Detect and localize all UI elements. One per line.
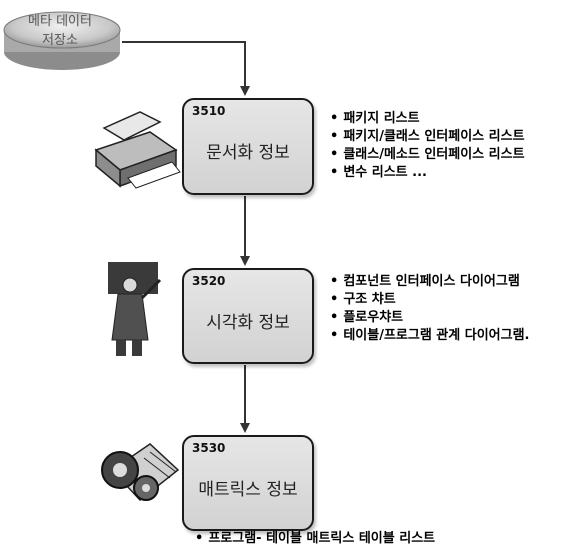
node-code: 3530 [192, 441, 226, 455]
node-3510: 3510 문서화 정보 [182, 98, 314, 195]
node-code: 3510 [192, 104, 226, 118]
list-item: 테이블/프로그램 관계 다이어그램. [330, 327, 529, 345]
node-3510-item-list: 패키지 리스트 패키지/클래스 인터페이스 리스트 클래스/메소드 인터페이스 … [330, 110, 525, 182]
node-code: 3520 [192, 274, 226, 288]
node-label: 문서화 정보 [206, 143, 290, 163]
list-item: 변수 리스트 ... [330, 164, 525, 182]
node-label: 매트릭스 정보 [198, 480, 298, 500]
list-item: 구조 챠트 [330, 291, 530, 309]
node-3520-item-list: 컴포넌트 인터페이스 다이어그램 구조 챠트 플로우챠트 테이블/프로그램 관계… [330, 273, 530, 345]
list-item: 패키지/클래스 인터페이스 리스트 [330, 128, 524, 146]
list-item: 컴포넌트 인터페이스 다이어그램 [330, 273, 530, 291]
node-3530: 3530 매트릭스 정보 [182, 435, 314, 531]
node-3530-item-list: 프로그램- 테이블 매트릭스 테이블 리스트 [195, 530, 435, 548]
list-item: 클래스/메소드 인터페이스 리스트 [330, 146, 524, 164]
connector-repository-to-3510 [122, 41, 250, 96]
list-item: 플로우챠트 [330, 309, 530, 327]
node-3520: 3520 시각화 정보 [182, 268, 314, 364]
repository-label: 메타 데이터 저장소 [4, 12, 116, 50]
printer-icon [94, 111, 181, 189]
node-label: 시각화 정보 [206, 313, 290, 333]
gears-icon [101, 443, 180, 502]
list-item: 프로그램- 테이블 매트릭스 테이블 리스트 [195, 530, 435, 548]
list-item: 패키지 리스트 [330, 110, 525, 128]
database-icon [3, 11, 121, 70]
repository-label-line1: 메타 데이터 [28, 14, 92, 29]
presenter-icon [108, 262, 162, 356]
repository-label-line2: 저장소 [42, 33, 78, 48]
